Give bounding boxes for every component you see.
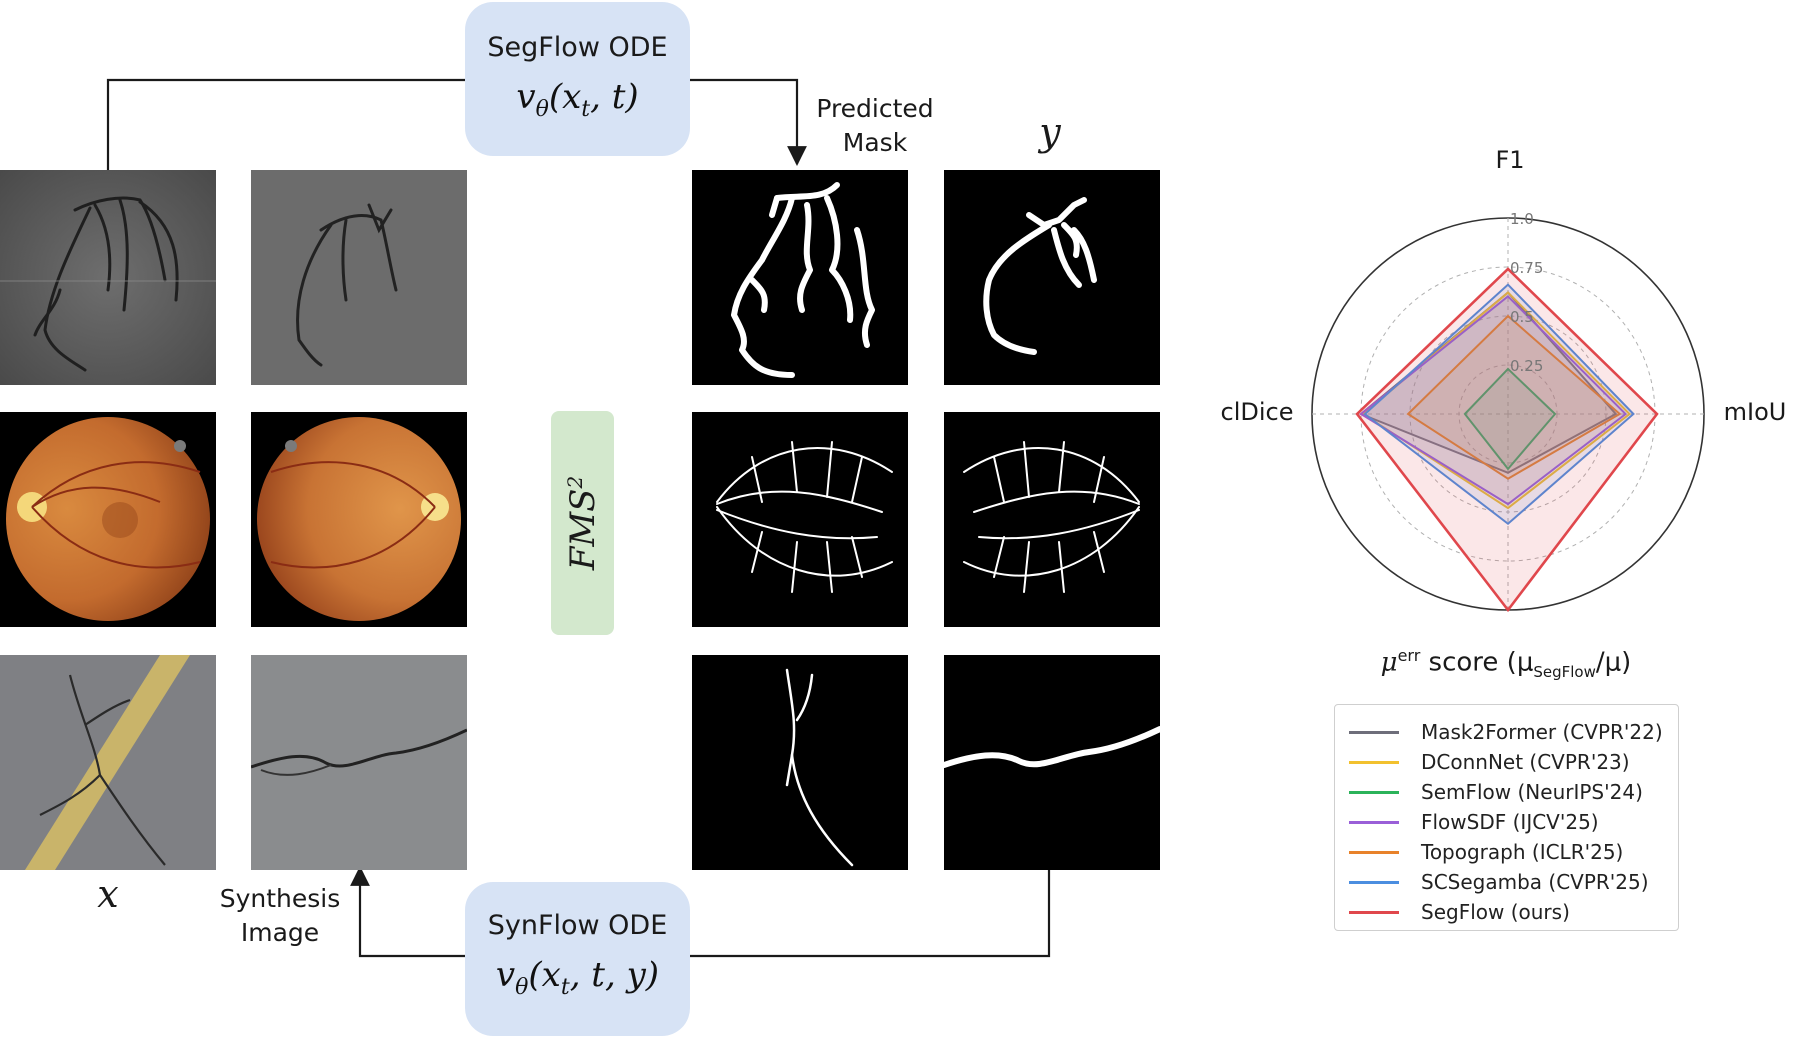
angiography-ground-truth-mask [944,170,1160,385]
radar-tick-label: 0.5 [1510,308,1534,326]
x-label: x [97,872,119,916]
radar-tick-label: 0.25 [1510,357,1543,375]
fundus-ground-truth-mask [944,412,1160,627]
fms2-box: FMS2 [551,411,614,635]
legend-label: SegFlow (ours) [1421,900,1570,924]
radar-tick-label: 0.75 [1510,259,1543,277]
radar-legend: Mask2Former (CVPR'22) DConnNet (CVPR'23) S… [1334,704,1679,931]
legend-swatch [1349,821,1399,824]
crack-ground-truth-mask [944,655,1160,870]
radar-series-segflow [1355,267,1659,613]
crack-predicted-mask [692,655,908,870]
segflow-wire [106,78,797,170]
legend-entry: SegFlow (ours) [1335,899,1678,925]
segflow-ode-title: SegFlow ODE [487,32,668,63]
legend-label: Topograph (ICLR'25) [1421,840,1624,864]
crack-input-image [0,655,216,870]
crack-synthesis-image [251,655,467,870]
synthesis-image-label: Synthesis Image [219,884,341,947]
legend-swatch [1349,911,1399,914]
legend-swatch [1349,761,1399,764]
fundus-input-image [0,412,216,627]
radar-axis-label-miou: mIoU [1723,398,1787,426]
synflow-ode-title: SynFlow ODE [487,910,668,941]
fundus-synthesis-image [251,412,467,627]
angiography-input-image [0,170,216,385]
legend-entry: FlowSDF (IJCV'25) [1335,809,1678,835]
legend-entry: DConnNet (CVPR'23) [1335,749,1678,775]
angiography-predicted-mask [692,170,908,385]
legend-swatch [1349,881,1399,884]
segflow-ode-box: SegFlow ODE vθ(xt, t) [465,2,690,156]
segflow-ode-equation: vθ(xt, t) [516,77,639,122]
legend-entry: SemFlow (NeurIPS'24) [1335,779,1678,805]
radar-axis-label-cldice: clDice [1220,398,1294,426]
radar-tick-label: 1.0 [1510,210,1534,228]
y-label: y [1039,110,1061,154]
legend-entry: SCSegamba (CVPR'25) [1335,869,1678,895]
radar-series-flowsdf [1359,295,1628,506]
legend-entry: Mask2Former (CVPR'22) [1335,719,1678,745]
predicted-mask-label: Predicted Mask [816,94,934,157]
angiography-synthesis-image [251,170,467,385]
radar-series-topograph [1406,314,1622,480]
legend-label: FlowSDF (IJCV'25) [1421,810,1599,834]
legend-label: Mask2Former (CVPR'22) [1421,720,1663,744]
legend-label: DConnNet (CVPR'23) [1421,750,1630,774]
legend-swatch [1349,731,1399,734]
radar-chart: 0.25 0.5 0.75 1.0 [1311,210,1705,613]
radar-axis-label-f1: F1 [1495,146,1525,174]
legend-swatch [1349,851,1399,854]
fms2-label: FMS2 [562,475,603,571]
synflow-wire [360,866,1051,958]
radar-series-scsegamba [1363,283,1635,526]
legend-entry: Topograph (ICLR'25) [1335,839,1678,865]
synflow-ode-equation: vθ(xt, t, y) [495,955,660,1000]
legend-label: SCSegamba (CVPR'25) [1421,870,1649,894]
radar-series-semflow [1463,367,1557,471]
fundus-predicted-mask [692,412,908,627]
legend-label: SemFlow (NeurIPS'24) [1421,780,1643,804]
legend-swatch [1349,791,1399,794]
radar-axis-label-muerr: μerr score (μSegFlow/μ) [1380,646,1632,681]
synflow-ode-box: SynFlow ODE vθ(xt, t, y) [465,882,690,1036]
